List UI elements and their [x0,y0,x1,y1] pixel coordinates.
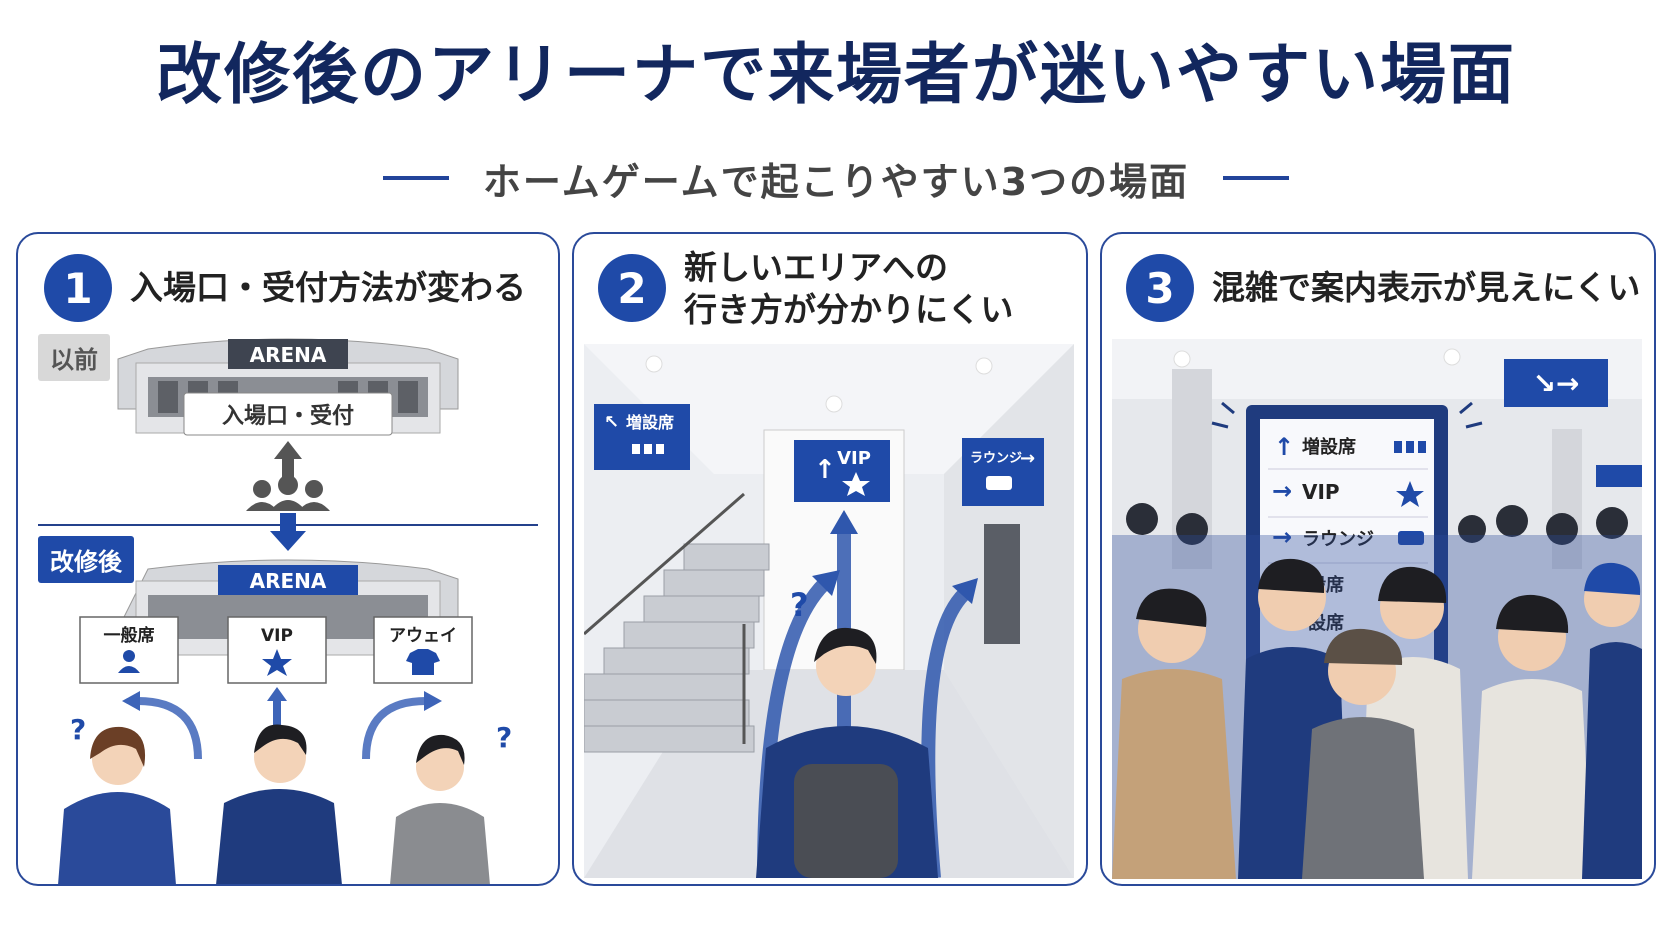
after-tag: 改修後 [38,536,134,583]
panel-title-3: 混雑で案内表示が見えにくい [1212,268,1641,307]
entrance-sign-before: 入場口・受付 [222,403,354,429]
star-icon [842,472,870,496]
page-subtitle: ホームゲームで起こりやすい3つの場面 [482,159,1190,204]
entrance-scene: ARENA 入場口・受付 [18,329,558,884]
confused-visitor-illustration [756,627,938,878]
svg-text:VIP: VIP [261,626,293,646]
svg-text:↑: ↑ [1274,433,1294,461]
star-icon [1396,481,1424,507]
board-row-extra-seats: ↑ 増設席 [1274,433,1426,461]
crowd-icon [246,475,330,511]
arena-sign-after: ARENA [250,569,327,593]
arrow-down-icon [270,513,306,551]
question-mark: ? [790,586,809,624]
arena-before-illustration: ARENA 入場口・受付 [117,338,459,436]
panel-crowded-signage: 3 混雑で案内表示が見えにくい ↘→ ↑ 増設席 [1100,232,1656,886]
svg-text:ラウンジ: ラウンジ [1302,529,1374,550]
star-icon [262,649,292,676]
sign-vip: ↑ VIP [794,440,890,502]
person-icon [118,650,140,673]
subtitle-row: ホームゲームで起こりやすい3つの場面 [0,150,1672,206]
svg-text:↖: ↖ [604,412,619,433]
svg-text:増設席: 増設席 [626,413,674,432]
board-row-vip: → VIP [1272,477,1424,507]
gate-general: 一般席 [79,616,179,684]
subtitle-divider-right [1223,176,1290,180]
svg-text:VIP: VIP [1302,480,1340,504]
svg-text:↘→: ↘→ [1533,367,1580,400]
shirt-icon [406,649,440,675]
seats-icon [1394,441,1426,453]
arena-sign-before: ARENA [250,343,327,367]
question-mark-left: ? [70,713,86,746]
step-badge-3: 3 [1126,254,1194,322]
panel-title-2-line1: 新しいエリアへの [684,248,948,287]
gate-vip: VIP [227,616,327,684]
svg-text:増設席: 増設席 [1302,436,1356,458]
sofa-icon [1398,531,1424,545]
board-row-lounge: → ラウンジ [1272,523,1424,551]
svg-text:ラウンジ: ラウンジ [970,451,1022,466]
step-badge-2: 2 [598,254,666,322]
man-thinking-illustration [390,734,490,884]
panel-title-2-line2: 行き方が分かりにくい [684,290,1014,329]
crowd-illustration [1112,503,1642,879]
gate-away: アウェイ [373,616,473,684]
svg-text:→: → [1272,477,1292,505]
svg-text:一般席: 一般席 [104,625,155,646]
panel-entrance-change: 1 入場口・受付方法が変わる ARENA 入場口・受付 [16,232,560,886]
seats-icon [632,444,664,454]
man-confused-illustration [216,724,342,884]
woman-confused-illustration [58,726,176,884]
page-title: 改修後のアリーナで来場者が迷いやすい場面 [156,36,1516,113]
crowd-scene: ↘→ ↑ 増設席 → VIP → [1112,339,1642,879]
svg-text:アウェイ: アウェイ [389,626,457,646]
question-mark-right: ? [496,721,512,754]
staircase-illustration [584,543,770,753]
sign-extra-seats: ↖ 増設席 [594,404,690,470]
panel-title-1: 入場口・受付方法が変わる [130,268,526,307]
sofa-icon [986,476,1012,490]
svg-text:↑: ↑ [814,455,836,485]
svg-text:VIP: VIP [837,448,871,469]
arrow-up-icon [274,441,302,477]
corridor-scene: ↖ 増設席 ↑ VIP ラウンジ → [584,344,1074,878]
panel-new-area-route: 2 新しいエリアへの 行き方が分かりにくい [572,232,1088,886]
svg-text:→: → [1272,523,1292,551]
svg-text:→: → [1020,448,1035,469]
sign-direction-right: ↘→ [1504,359,1608,407]
sign-lounge: ラウンジ → [962,438,1044,506]
before-tag: 以前 [38,334,110,381]
subtitle-divider-left [382,176,449,180]
step-badge-1: 1 [44,254,112,322]
